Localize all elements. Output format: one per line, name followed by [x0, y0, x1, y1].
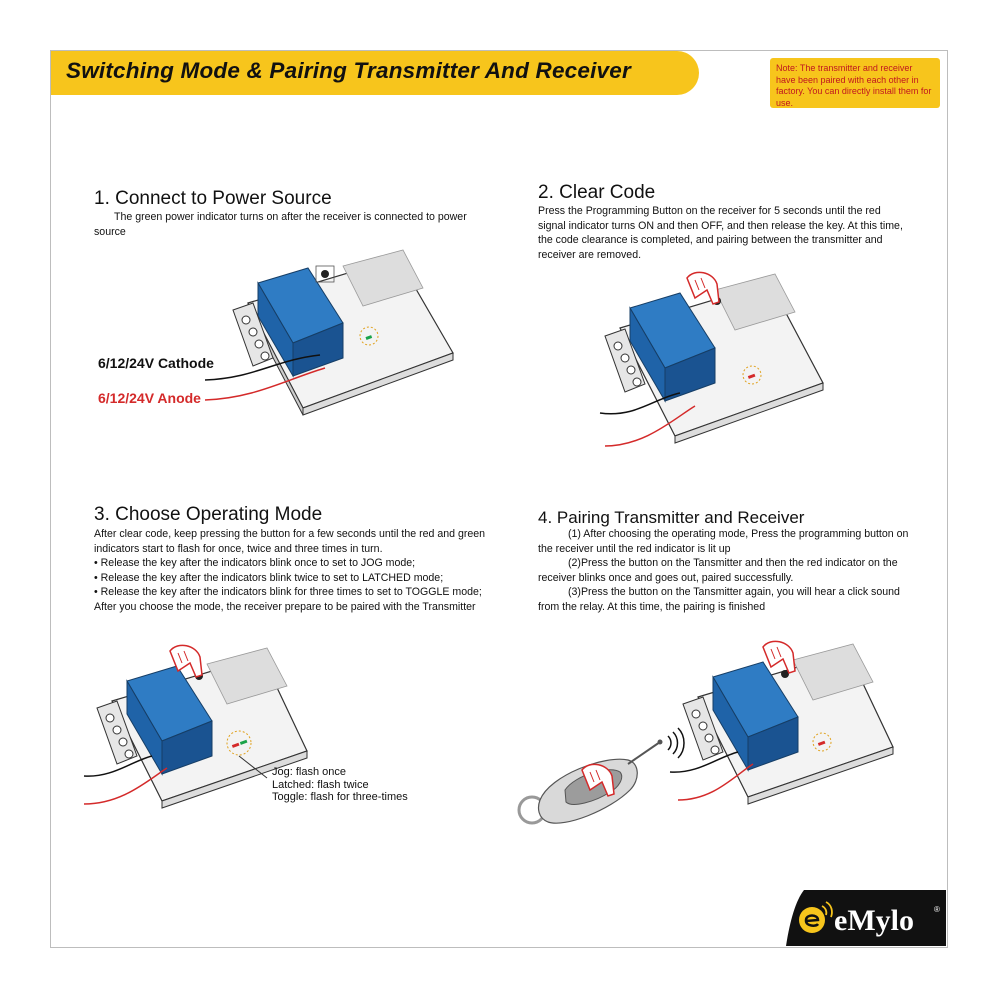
- cathode-label: 6/12/24V Cathode: [98, 355, 214, 371]
- pressing-hand-icon: [762, 640, 796, 674]
- step4-text: (1) After choosing the operating mode, P…: [538, 527, 918, 615]
- step3-bullet: • Release the key after the indicators b…: [94, 557, 416, 570]
- step1-paragraph: The green power indicator turns on after…: [94, 211, 467, 238]
- registered-mark: ®: [934, 905, 940, 914]
- step3-intro: After clear code, keep pressing the butt…: [94, 528, 486, 555]
- pressing-hand-icon: [581, 763, 615, 797]
- mode-jog-label: Jog: flash once: [272, 766, 346, 778]
- receiver-board-illustration: [232, 249, 454, 416]
- step2-text: Press the Programming Button on the rece…: [538, 204, 908, 262]
- remote-transmitter-illustration: [517, 727, 685, 825]
- step2-paragraph: Press the Programming Button on the rece…: [538, 205, 903, 261]
- poster-frame: [50, 50, 948, 948]
- pressing-hand-icon: [686, 271, 720, 305]
- mode-latched-label: Latched: flash twice: [272, 778, 369, 791]
- step4-paragraph: (3)Press the button on the Tansmitter ag…: [538, 586, 900, 613]
- step4-paragraph: (2)Press the button on the Tansmitter an…: [538, 557, 898, 584]
- step3-bullet: • Release the key after the indicators b…: [94, 586, 482, 599]
- header-banner: [51, 51, 699, 95]
- emylo-brand-icon: [799, 901, 833, 933]
- factory-pairing-note: Note: The transmitter and receiver have …: [770, 58, 940, 108]
- clear-code-board-illustration: [599, 271, 824, 447]
- step4-title: 4. Pairing Transmitter and Receiver: [538, 508, 805, 527]
- pairing-board-illustration: [669, 640, 894, 805]
- step1-text: The green power indicator turns on after…: [94, 210, 494, 239]
- mode-legend: Jog: flash once Latched: flash twice Tog…: [272, 766, 408, 804]
- step3-text: After clear code, keep pressing the butt…: [94, 527, 514, 615]
- page-title: Switching Mode & Pairing Transmitter And…: [66, 58, 631, 83]
- emylo-logo: eMylo ®: [786, 890, 946, 946]
- emylo-wordmark: eMylo: [834, 904, 914, 937]
- signal-waves-icon: [667, 727, 685, 759]
- step1-title: 1. Connect to Power Source: [94, 188, 332, 209]
- step3-bullet: • Release the key after the indicators b…: [94, 571, 444, 584]
- anode-label: 6/12/24V Anode: [98, 390, 201, 406]
- step4-paragraph: (1) After choosing the operating mode, P…: [538, 528, 909, 555]
- step2-title: 2. Clear Code: [538, 182, 656, 203]
- pressing-hand-icon: [169, 644, 203, 678]
- step3-outro: After you choose the mode, the receiver …: [94, 600, 476, 613]
- mode-select-board-illustration: [83, 644, 308, 809]
- power-wires: [204, 354, 326, 401]
- step3-title: 3. Choose Operating Mode: [94, 504, 323, 525]
- mode-toggle-label: Toggle: flash for three-times: [272, 791, 408, 803]
